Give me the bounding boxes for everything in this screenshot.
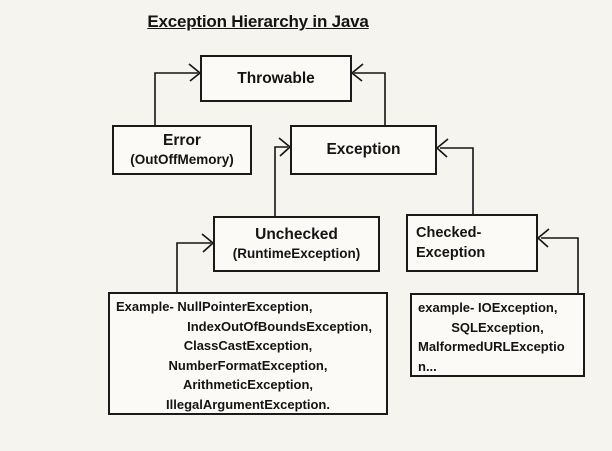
arrow-example-to-checked — [537, 228, 579, 293]
node-unchecked-examples: Example- NullPointerException, IndexOutO… — [108, 292, 388, 415]
checked-example-line: example- IOException, — [418, 300, 558, 315]
node-checked-exception: Checked- Exception — [406, 214, 538, 272]
node-checked-line2: Exception — [416, 245, 486, 261]
node-checked-line1: Checked- — [416, 225, 482, 241]
node-error-sublabel: (OutOffMemory) — [130, 151, 234, 167]
node-throwable: Throwable — [200, 55, 352, 102]
arrow-checked-to-exception — [436, 138, 474, 214]
node-error: Error (OutOffMemory) — [112, 125, 252, 175]
unchecked-example-line: IndexOutOfBoundsException, — [187, 318, 372, 334]
node-exception: Exception — [290, 125, 437, 175]
arrow-exception-to-throwable — [351, 63, 386, 125]
unchecked-example-line: ClassCastException, — [183, 338, 313, 353]
arrow-example-to-unchecked — [176, 233, 214, 292]
unchecked-example-line: ArithmeticException, — [182, 377, 314, 392]
node-checked-examples: example- IOException, SQLException, Malf… — [410, 293, 585, 377]
unchecked-example-line: Example- NullPointerException, — [116, 299, 313, 314]
node-unchecked-label: Unchecked — [255, 226, 338, 244]
diagram-title: Exception Hierarchy in Java — [147, 12, 369, 31]
node-unchecked-sublabel: (RuntimeException) — [232, 245, 361, 261]
checked-example-line: SQLException, — [451, 319, 544, 335]
checked-example-line: MalformedURLExceptio — [418, 339, 565, 354]
unchecked-example-line: IllegalArgumentException. — [166, 396, 330, 412]
checked-example-line: n... — [418, 358, 437, 374]
node-error-label: Error — [163, 132, 201, 150]
node-exception-label: Exception — [326, 141, 401, 159]
arrow-error-to-throwable — [154, 63, 201, 125]
node-throwable-label: Throwable — [237, 69, 315, 87]
unchecked-example-line: NumberFormatException, — [168, 357, 328, 373]
arrow-unchecked-to-exception — [274, 137, 291, 216]
node-unchecked: Unchecked (RuntimeException) — [213, 216, 380, 272]
